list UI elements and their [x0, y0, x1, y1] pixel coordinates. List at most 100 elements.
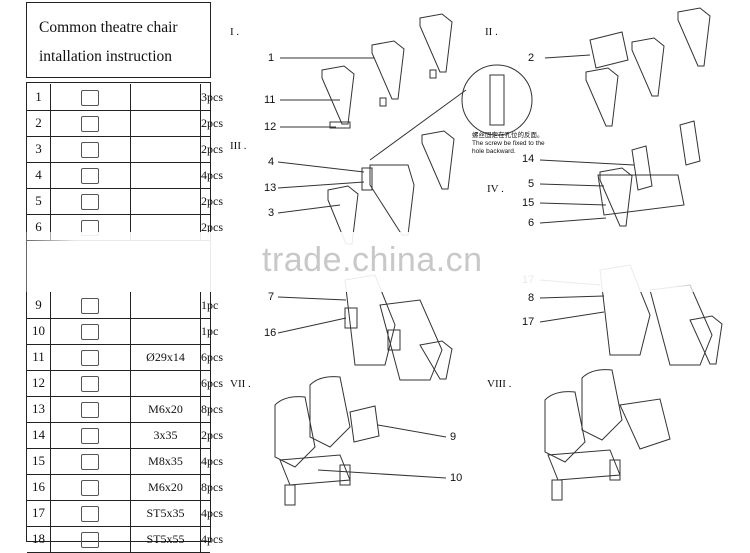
- part-qty: 2pcs: [201, 142, 223, 156]
- screw-icon: [81, 480, 99, 496]
- part-spec: ST5x35: [131, 500, 201, 526]
- part-spec: [131, 292, 201, 318]
- callout-12: 12: [264, 121, 277, 133]
- panel-icon: [81, 142, 99, 158]
- title-line-1: Common theatre chair: [39, 19, 178, 36]
- watermark: trade.china.cn: [262, 241, 483, 279]
- part-number: 17: [27, 500, 51, 526]
- chair-side-icon: [81, 90, 99, 106]
- bolt-icon: [81, 376, 99, 392]
- part-spec: [131, 370, 201, 396]
- part-qty: 2pcs: [201, 194, 223, 208]
- part-image: [51, 162, 131, 188]
- part-image: [51, 110, 131, 136]
- part-qty: 1pc: [201, 324, 219, 338]
- step7-drawing: [274, 376, 447, 506]
- part-number: 13: [27, 396, 51, 422]
- tapping-screw-icon: [81, 506, 99, 522]
- title-line-2: intallation instruction: [39, 48, 173, 65]
- part-number: 1: [27, 84, 51, 110]
- part-qty: 4pcs: [201, 506, 223, 520]
- panel-icon: [81, 298, 99, 314]
- part-spec: [131, 188, 201, 214]
- callout-10: 10: [450, 472, 463, 484]
- callout-2: 2: [528, 52, 535, 64]
- part-number: 14: [27, 422, 51, 448]
- step-label-3: III .: [230, 140, 247, 152]
- part-qty: 1pc: [201, 298, 219, 312]
- panel-icon: [81, 324, 99, 340]
- pin-icon: [81, 428, 99, 444]
- part-qty: 2pcs: [201, 116, 223, 130]
- part-spec: [131, 84, 201, 110]
- bracket-icon: [81, 168, 99, 184]
- parts-row: 5 2pcs: [27, 188, 223, 215]
- step2-drawing: [544, 7, 711, 127]
- part-spec: 3x35: [131, 422, 201, 448]
- part-number: 3: [27, 136, 51, 162]
- step4-drawing: [539, 120, 701, 227]
- callout-6: 6: [528, 217, 535, 229]
- part-number: 5: [27, 188, 51, 214]
- bolt-icon: [81, 454, 99, 470]
- callout-13: 13: [264, 182, 277, 194]
- screw-note: 螺丝固定在孔位的反面。 The screw be fixed to the ho…: [472, 132, 545, 156]
- callout-17b: 17: [522, 316, 535, 328]
- part-image: [51, 500, 131, 526]
- callout-16: 16: [264, 327, 277, 339]
- part-spec: Ø29x14: [131, 344, 201, 370]
- callout-9: 9: [450, 431, 457, 443]
- part-qty: 6pcs: [201, 350, 223, 364]
- seat-cushion-icon: [81, 194, 99, 210]
- part-image: [51, 370, 131, 396]
- part-number: 2: [27, 110, 51, 136]
- callout-3: 3: [268, 207, 275, 219]
- part-number: 6: [27, 214, 51, 240]
- part-spec: M6x20: [131, 396, 201, 422]
- callout-11: 11: [264, 94, 276, 106]
- part-qty: 4pcs: [201, 168, 223, 182]
- parts-row: 10 1pc: [27, 318, 218, 345]
- part-number: 15: [27, 448, 51, 474]
- part-spec: [131, 136, 201, 162]
- part-image: [51, 318, 131, 344]
- part-number: 18: [27, 526, 51, 552]
- panel-icon: [81, 116, 99, 132]
- part-image: [51, 396, 131, 422]
- screw-detail-circle: [461, 64, 533, 136]
- callout-14: 14: [522, 153, 535, 165]
- part-qty: 4pcs: [201, 454, 223, 468]
- step-label-7: VII .: [230, 378, 251, 390]
- callout-7: 7: [268, 291, 275, 303]
- screw-note-en-1: The screw be fixed to the: [472, 140, 545, 147]
- part-number: 4: [27, 162, 51, 188]
- step1-drawing: [280, 13, 453, 129]
- part-qty: 3pcs: [201, 90, 223, 104]
- step8-drawing: [544, 369, 671, 501]
- screw-note-en-2: hole backward.: [472, 148, 516, 155]
- part-qty: 8pcs: [201, 402, 223, 416]
- step-label-1: I .: [230, 26, 240, 38]
- part-qty: 2pcs: [201, 428, 223, 442]
- parts-row: 2 2pcs: [27, 110, 223, 137]
- callout-4: 4: [268, 156, 275, 168]
- part-image: [51, 344, 131, 370]
- part-spec: [131, 110, 201, 136]
- part-spec: M8x35: [131, 448, 201, 474]
- part-number: 10: [27, 318, 51, 344]
- callout-5: 5: [528, 178, 535, 190]
- part-number: 16: [27, 474, 51, 500]
- step3-drawing: [277, 130, 455, 245]
- title-box: Common theatre chair intallation instruc…: [26, 2, 211, 78]
- part-spec: [131, 318, 201, 344]
- part-qty: 2pcs: [201, 220, 223, 234]
- part-qty: 6pcs: [201, 376, 223, 390]
- part-spec: [131, 214, 201, 240]
